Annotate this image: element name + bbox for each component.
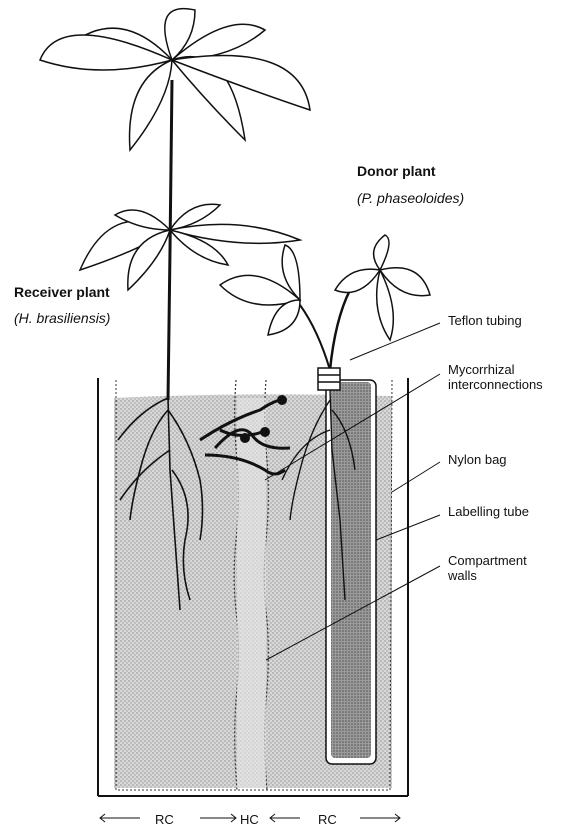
mycorrhizal-label-line2: interconnections <box>448 377 543 392</box>
hc-label: HC <box>240 812 259 827</box>
rc-left-label: RC <box>155 812 174 827</box>
receiver-plant-species: (H. brasiliensis) <box>14 310 110 326</box>
teflon-tubing-label: Teflon tubing <box>448 313 522 328</box>
receiver-plant-title: Receiver plant <box>14 284 110 300</box>
nylon-bag-label: Nylon bag <box>448 452 507 467</box>
labelling-tube <box>326 380 376 764</box>
rc-right-label: RC <box>318 812 337 827</box>
receiver-plant <box>40 9 310 400</box>
compartment-walls-label-line1: Compartment <box>448 553 527 568</box>
donor-plant <box>220 235 430 390</box>
compartment-walls-label-line2: walls <box>448 568 477 583</box>
compartment-walls <box>234 380 268 790</box>
donor-plant-title: Donor plant <box>357 163 436 179</box>
donor-plant-species: (P. phaseoloides) <box>357 190 464 206</box>
labelling-tube-label: Labelling tube <box>448 504 529 519</box>
mycorrhizal-label-line1: Mycorrhizal <box>448 362 514 377</box>
